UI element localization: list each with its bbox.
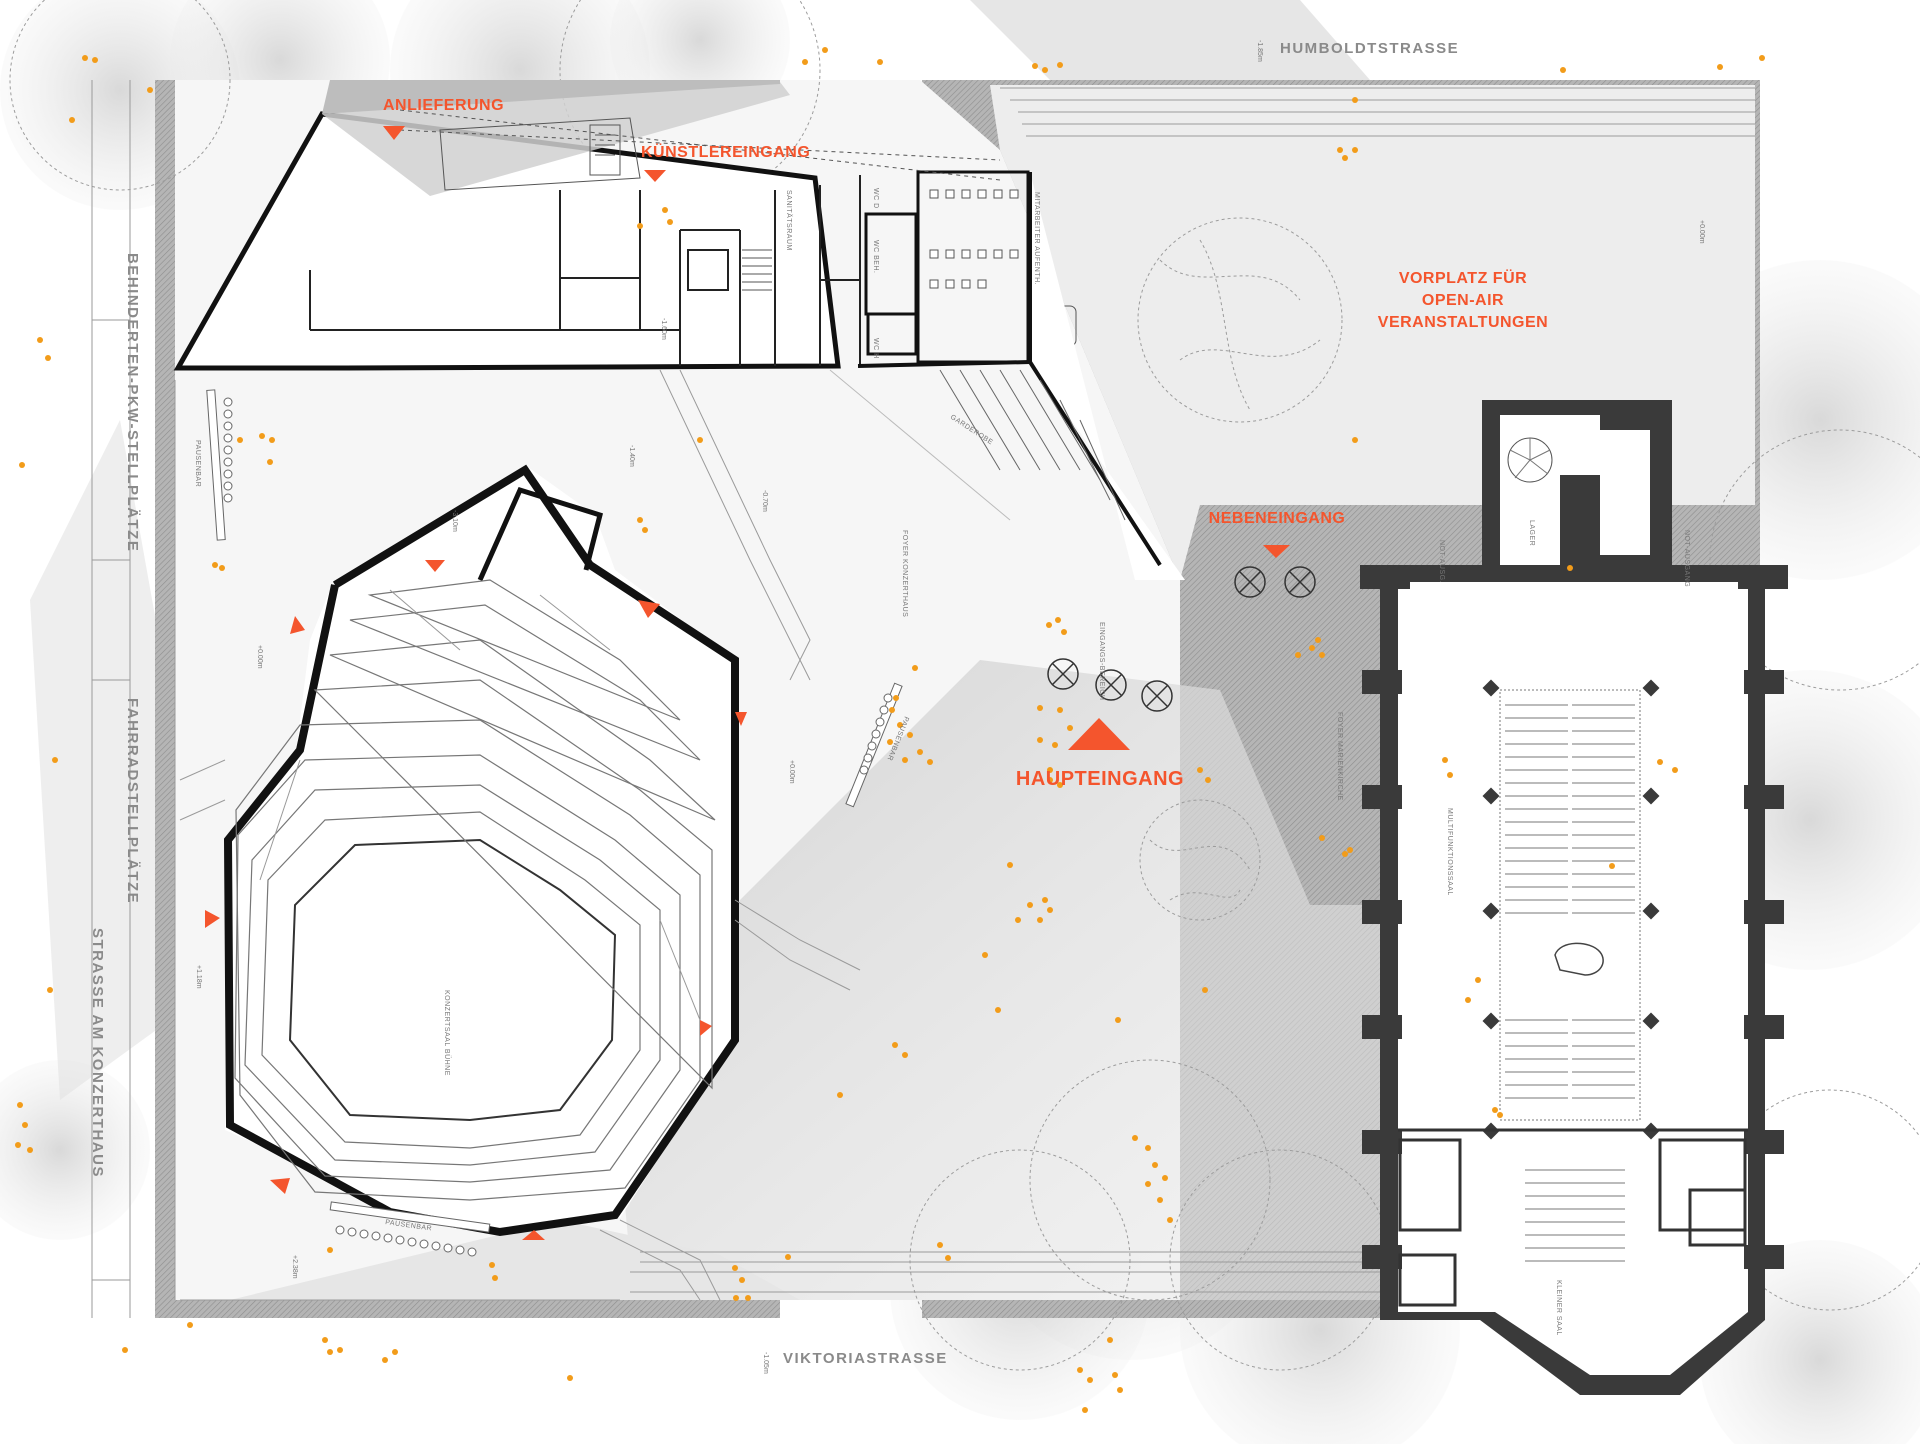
level-11: +0.00m [788,760,795,784]
pausenbar-label-west: PAUSENBAR [194,440,201,487]
kleiner-saal-label: KLEINER SAAL [1555,1280,1562,1336]
nebeneingang-arrow [1263,545,1290,558]
foyer-konzerthaus-label: FOYER KONZERTHAUS [901,530,908,617]
konzertsaal [205,464,747,1240]
door-arrow-n [425,560,445,572]
door-arrow-se [700,1020,712,1036]
level-7: +1.18m [195,965,202,989]
tree-vorplatz [1137,217,1343,423]
foyer-marienkirche-label: FOYER MARIENKIRCHE [1336,712,1343,801]
door-arrow-sw [205,910,220,928]
vorplatz-label-2: OPEN-AIR [1422,292,1504,309]
garderobe-wing [829,172,1185,580]
wc-h-label: WC H [872,338,879,359]
strasse-am-konzerthaus-label: STRASSE AM KONZERTHAUS [89,928,106,1178]
notausgang-label-west: NOT-AUSG. [1438,540,1445,583]
paths [174,369,861,1301]
revolving-door-1 [1047,658,1079,690]
door-arrow-ssw [270,1178,290,1194]
street-labels: HUMBOLDTSTRASSE VIKTORIASTRASSE BEHINDER… [89,40,1459,1367]
tree-haupteingang [1139,799,1261,921]
kleiner-saal-seating [1525,1169,1625,1262]
level-4: -0.70m [761,490,768,512]
kuenstlereingang-label: KÜNSTLEREINGANG [641,142,810,161]
revolving-door-2 [1095,669,1127,701]
street-lines [91,80,1755,1318]
behinderten-label: BEHINDERTEN-PKW-STELLPLÄTZE [124,253,141,552]
eingangsbereich-label: EINGANGS-BEREICH [1098,622,1105,700]
wc-d-label: WC D [872,188,879,209]
level-9: -1.85m [1256,40,1263,62]
kuenstlereingang-arrow [644,170,666,182]
anlieferung-label: ANLIEFERUNG [383,97,504,114]
orange-labels: ANLIEFERUNG KÜNSTLEREINGANG VORPLATZ FÜR… [383,97,1548,790]
revolving-doors [1047,566,1316,712]
revolving-door-3 [1141,680,1173,712]
level-5: -3.10m [451,510,458,532]
tree-east-b [1709,429,1920,691]
revolving-door-5 [1284,566,1316,598]
revolving-door-4 [1234,566,1266,598]
multifunktionssaal-label: MULTIFUNKTIONSSAAL [1446,808,1453,896]
level-10: -1.05m [762,1352,769,1374]
tree-south-a [1029,1059,1271,1301]
people-dots [15,47,1765,1413]
humboldtstrasse-label: HUMBOLDTSTRASSE [1280,40,1459,57]
door-arrow-ne [638,600,660,618]
viktoriastrasse-label: VIKTORIASTRASSE [783,1350,948,1367]
multifunktionssaal-seating [1499,689,1641,1121]
vorplatz-label-3: VERANSTALTUNGEN [1378,314,1548,331]
pausenbar-tables [206,389,903,1257]
haupteingang-arrow [1068,718,1130,750]
konzertsaal-buehne-label: KONZERTSAAL BÜHNE [443,990,451,1076]
anlieferung-arrow [383,126,405,140]
marienkirche [1360,400,1788,1395]
mitarbeiter-label: MITARBEITER AUFENTH. [1033,192,1040,285]
sanitaetsraum-label: SANITÄTSRAUM [785,190,793,251]
haupteingang-label: HAUPTEINGANG [1016,768,1184,790]
level-2: -1.60m [660,318,667,340]
level-3: -1.40m [628,445,635,467]
konzertsaal-door-arrows [205,560,747,1240]
vorplatz-label-1: VORPLATZ FÜR [1399,268,1527,287]
wc-beh-label: WC BEH. [872,240,879,273]
notausgang-label-east: NOT-AUSGANG [1683,530,1690,587]
nebeneingang-label: NEBENEINGANG [1209,510,1346,527]
level-markers: +0.00m -1.60m -1.40m -0.70m -3.10m +0.00… [195,40,1705,1374]
fahrrad-label: FAHRRADSTELLPLÄTZE [124,698,141,904]
piano-icon [1554,942,1604,976]
level-8: +2.38m [291,1255,298,1279]
door-arrow-s [522,1230,545,1240]
lager-label: LAGER [1528,520,1535,546]
door-arrow-e [735,712,747,726]
level-1: +0.00m [1698,220,1705,244]
tree-west [9,0,231,191]
door-arrow-w [290,616,305,634]
level-6: +0.00m [256,645,263,669]
tree-east [1719,1089,1920,1311]
tree-south-b [909,1149,1131,1371]
